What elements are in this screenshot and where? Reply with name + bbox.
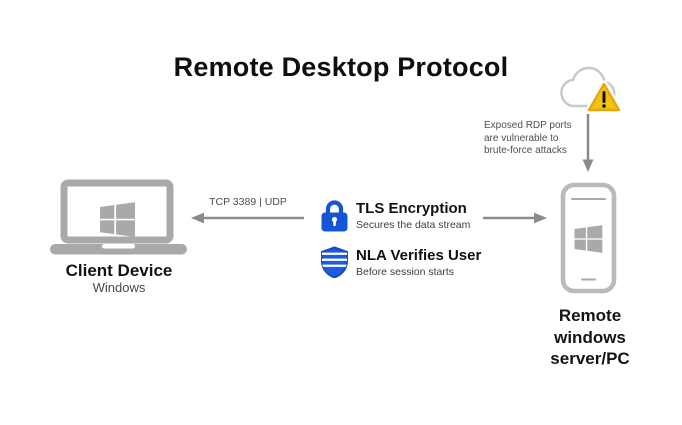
- warning-note-line: Exposed RDP ports: [484, 120, 572, 131]
- feature-tls-title: TLS Encryption: [356, 200, 467, 217]
- lock-icon: [321, 200, 348, 232]
- warning-triangle-icon: [586, 80, 622, 114]
- feature-tls-subtitle: Secures the data stream: [356, 219, 471, 231]
- port-label: TCP 3389 | UDP: [209, 196, 287, 208]
- remote-server-label-line: Remote: [558, 306, 622, 325]
- remote-server-label-line: server/PC: [550, 349, 630, 368]
- client-device-label: Client Device: [65, 261, 173, 280]
- warning-note-line: brute-force attacks: [484, 145, 567, 156]
- arrow-down: [582, 114, 594, 172]
- feature-nla-title: NLA Verifies User: [356, 247, 482, 264]
- smartphone-windows-icon: [560, 182, 617, 294]
- feature-nla-subtitle: Before session starts: [356, 266, 455, 278]
- laptop-windows-icon: [50, 179, 187, 255]
- remote-server-label-line: windows: [554, 327, 626, 347]
- client-device-sublabel: Windows: [92, 280, 146, 295]
- arrow-left-to-client: [191, 212, 304, 224]
- feature-nla: NLA Verifies User Before session starts: [356, 247, 482, 279]
- feature-tls: TLS Encryption Secures the data stream: [356, 200, 471, 232]
- warning-note: Exposed RDP ports are vulnerable to brut…: [484, 120, 584, 158]
- arrow-right-to-server: [483, 212, 547, 224]
- remote-server-label: Remote windows server/PC: [508, 305, 672, 370]
- shield-icon: [321, 246, 348, 278]
- page-title: Remote Desktop Protocol: [173, 52, 509, 82]
- warning-note-line: are vulnerable to: [484, 132, 559, 144]
